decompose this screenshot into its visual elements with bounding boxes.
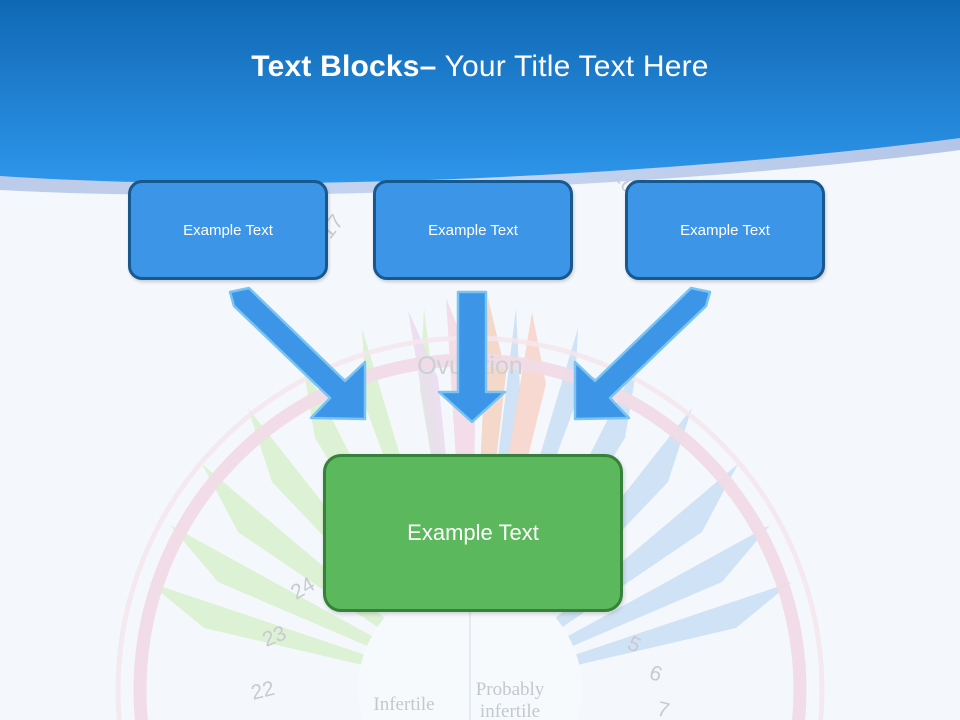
- page-title-light: Your Title Text Here: [444, 50, 709, 83]
- arrow-middle-vertical: [437, 290, 507, 424]
- page-title: Text Blocks– Your Title Text Here: [0, 50, 960, 84]
- watermark-label-infertile: Infertile: [373, 694, 434, 715]
- watermark-label-probably-infertile-line1: Probably: [476, 679, 545, 700]
- header-band: [0, 0, 960, 196]
- page-title-strong: Text Blocks: [251, 50, 420, 83]
- text-block-bottom-result[interactable]: Example Text: [323, 454, 623, 612]
- text-block-top-left[interactable]: Example Text: [128, 180, 328, 280]
- watermark-day-22: 22: [249, 677, 277, 705]
- watermark-day-7: 7: [655, 698, 672, 720]
- arrow-right-diagonal: [573, 286, 712, 421]
- text-block-top-right-label: Example Text: [680, 221, 770, 239]
- text-block-top-middle-label: Example Text: [428, 221, 518, 239]
- page-title-separator: –: [419, 50, 437, 83]
- text-block-top-right[interactable]: Example Text: [625, 180, 825, 280]
- watermark-label-probably-infertile-line2: infertile: [480, 701, 540, 720]
- text-block-top-middle[interactable]: Example Text: [373, 180, 573, 280]
- arrow-left-diagonal: [228, 286, 367, 421]
- text-block-bottom-result-label: Example Text: [407, 520, 539, 545]
- text-block-top-left-label: Example Text: [183, 221, 273, 239]
